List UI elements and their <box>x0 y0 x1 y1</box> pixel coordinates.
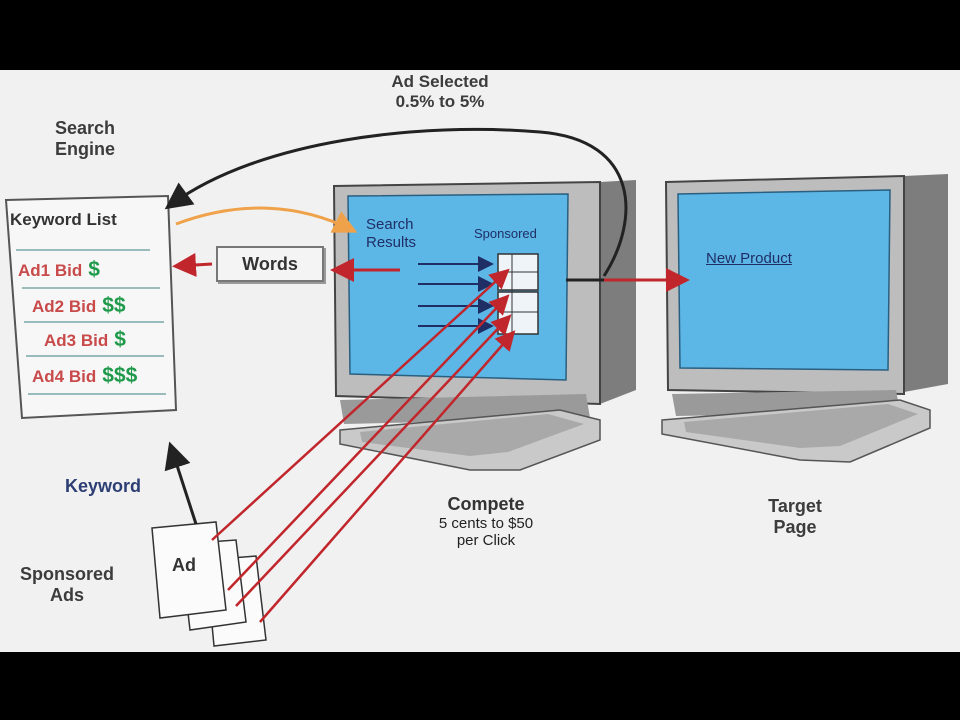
bid-row: Ad3 Bid $ <box>44 328 126 352</box>
bid-row: Ad4 Bid $$$ <box>32 364 137 388</box>
ad-bid-arrow <box>235 314 512 607</box>
top-letterbox-bar <box>0 0 960 70</box>
bid-ad-name: Ad3 Bid <box>44 331 109 350</box>
words-to-list-arrow <box>172 252 213 277</box>
bid-ad-name: Ad2 Bid <box>32 297 97 316</box>
keyboard-keys <box>684 404 918 448</box>
sponsored-ads-line1: Sponsored <box>19 564 114 584</box>
bottom-letterbox-bar <box>0 652 960 720</box>
ad-selected-line2: 0.5% to 5% <box>395 91 485 111</box>
ad-bid-arrow <box>227 294 510 591</box>
monitor-side-panel <box>904 174 948 392</box>
bid-ad-name: Ad1 Bid <box>18 261 83 280</box>
monitor-target-page <box>661 174 948 463</box>
keyword-label: Keyword <box>64 476 142 496</box>
target-line2: Page <box>773 516 817 537</box>
ad-bid-arrow <box>259 330 516 623</box>
compete-title: Compete <box>447 494 525 514</box>
words-box: Words <box>216 246 324 282</box>
sponsored-ads-line2: Ads <box>49 584 84 605</box>
bid-amount: $$$ <box>102 364 138 387</box>
keyword-list-title: Keyword List <box>10 210 117 229</box>
sponsored-ads-label: Sponsored Ads <box>4 564 130 605</box>
target-page-label: Target Page <box>740 496 850 537</box>
ad-selected-label: Ad Selected 0.5% to 5% <box>360 72 520 111</box>
bid-amount: $ <box>88 258 100 281</box>
bid-ad-name: Ad4 Bid <box>32 367 97 386</box>
search-results-line2: Results <box>366 234 417 251</box>
search-engine-line1: Search <box>54 118 116 138</box>
ad-card-stack <box>151 521 267 647</box>
search-results-label: Search Results <box>366 216 416 252</box>
target-line1: Target <box>768 496 822 516</box>
search-results-line1: Search <box>366 216 414 233</box>
ad-selected-arrow <box>164 127 628 277</box>
compete-label: Compete 5 cents to $50 per Click <box>396 494 576 549</box>
keyword-up-arrow <box>164 441 198 525</box>
compete-line2: per Click <box>456 531 516 549</box>
monitor-side-panel <box>600 180 636 404</box>
search-engine-label: Search Engine <box>40 118 130 159</box>
keyword-to-search-arrow <box>175 206 358 233</box>
bid-amount: $ <box>114 328 126 351</box>
bid-row: Ad1 Bid $ <box>18 258 100 282</box>
sponsored-heading: Sponsored <box>474 226 537 241</box>
search-engine-line2: Engine <box>54 138 115 159</box>
monitor-screen <box>677 189 891 371</box>
ad-selected-line1: Ad Selected <box>391 72 489 91</box>
new-product-link: New Product <box>706 250 792 267</box>
compete-line1: 5 cents to $50 <box>438 514 534 532</box>
ad-bid-arrow <box>211 268 510 541</box>
bid-row: Ad2 Bid $$ <box>32 294 126 318</box>
ad-card-label: Ad <box>172 555 196 575</box>
keyword-list-paper <box>4 194 178 420</box>
bid-amount: $$ <box>102 294 126 317</box>
